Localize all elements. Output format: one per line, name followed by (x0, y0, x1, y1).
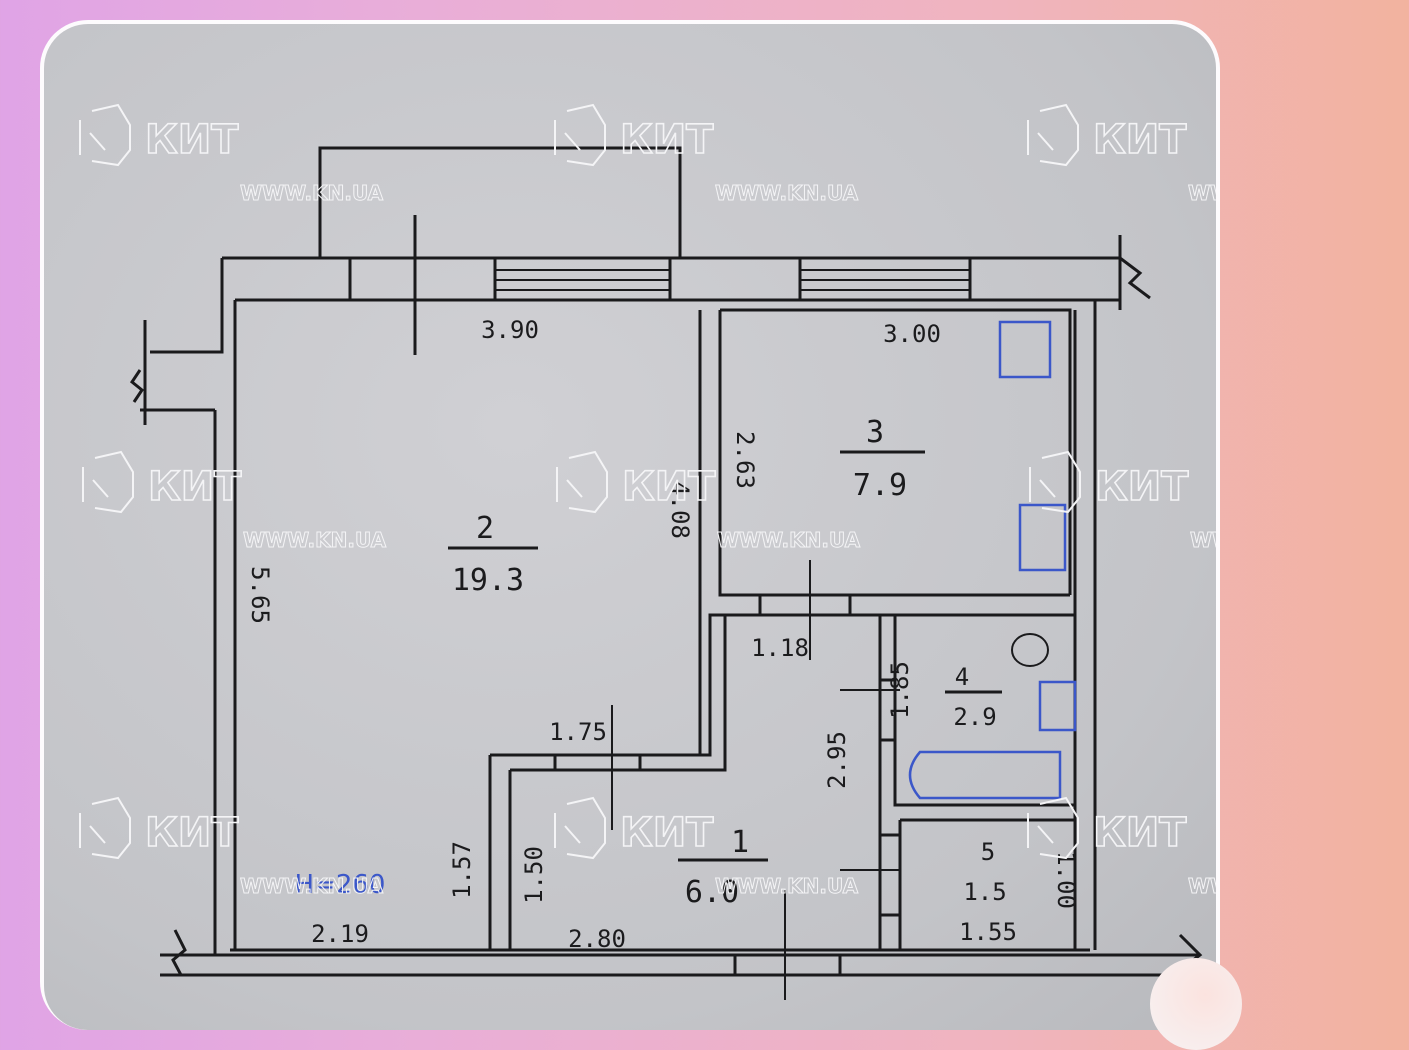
watermark: КИТ WWW.KN.UA (1027, 796, 1216, 899)
room-5-number: 5 (981, 838, 995, 866)
watermark: КИТ WWW.KN.UA (554, 796, 859, 899)
dim-room2-left: 5.65 (246, 566, 274, 624)
watermark: КИТ WWW.KN.UA (79, 103, 384, 206)
watermarks: КИТ WWW.KN.UA КИТ WWW.KN.UA КИТ WWW.KN.U… (79, 103, 1216, 899)
svg-text:КИТ: КИТ (620, 810, 714, 856)
floor-plan: 2 19.3 3 7.9 1 6.0 4 2.9 5 1.5 3.90 3.00… (79, 103, 1216, 1000)
dim-room2-top: 3.90 (481, 316, 539, 344)
top-wall (220, 215, 1151, 355)
left-wall (129, 300, 237, 955)
watermark: КИТ WWW.KN.UA (1029, 450, 1216, 553)
stove-icon (998, 320, 1052, 379)
dim-room2-right: 4.08 (666, 481, 694, 539)
svg-text:WWW.KN.UA: WWW.KN.UA (1188, 874, 1216, 898)
floating-action-button[interactable] (1150, 958, 1242, 1050)
svg-text:WWW.KN.UA: WWW.KN.UA (243, 528, 387, 552)
dim-room3-top: 3.00 (883, 320, 941, 348)
dim-corridor-step: 1.75 (549, 718, 607, 746)
room-1-number: 1 (731, 825, 749, 860)
room-2-number: 2 (476, 511, 494, 546)
ceiling-height-note: H=260 (295, 870, 386, 900)
image-card: 2 19.3 3 7.9 1 6.0 4 2.9 5 1.5 3.90 3.00… (40, 20, 1220, 1030)
door-lines (611, 560, 900, 1000)
svg-text:КИТ: КИТ (1093, 117, 1187, 163)
svg-text:КИТ: КИТ (145, 810, 239, 856)
room-3-area: 7.9 (853, 468, 907, 503)
svg-text:КИТ: КИТ (622, 464, 716, 510)
svg-text:WWW.KN.UA: WWW.KN.UA (715, 181, 859, 205)
svg-text:WWW.KN.UA: WWW.KN.UA (715, 874, 859, 898)
svg-text:WWW.KN.UA: WWW.KN.UA (240, 181, 384, 205)
sink-icon (1018, 503, 1067, 572)
svg-text:КИТ: КИТ (148, 464, 242, 510)
svg-text:WWW.KN.UA: WWW.KN.UA (1190, 528, 1216, 552)
dim-wc-bottom: 1.55 (959, 918, 1017, 946)
watermark: КИТ WWW.KN.UA (554, 103, 859, 206)
dim-room2-bottom: 2.19 (311, 920, 369, 948)
room-4-number: 4 (955, 663, 969, 691)
room-4-area: 2.9 (953, 703, 996, 731)
balcony (318, 146, 682, 258)
dim-room3-left: 2.63 (731, 431, 759, 489)
toilet-icon (1011, 633, 1049, 667)
svg-text:WWW.KN.UA: WWW.KN.UA (717, 528, 861, 552)
svg-text:КИТ: КИТ (1095, 464, 1189, 510)
dim-corridor-height: 2.95 (823, 731, 851, 789)
svg-text:КИТ: КИТ (620, 117, 714, 163)
floor-plan-photo: 2 19.3 3 7.9 1 6.0 4 2.9 5 1.5 3.90 3.00… (44, 24, 1216, 1030)
room-1-area: 6.0 (685, 875, 739, 910)
fixtures (908, 320, 1077, 800)
dim-room1-step: 1.50 (520, 846, 548, 904)
interior-walls (488, 300, 1097, 950)
dim-corridor-top: 1.18 (751, 634, 809, 662)
watermark: КИТ WWW.KN.UA (1027, 103, 1216, 206)
room-5-area: 1.5 (963, 878, 1006, 906)
svg-text:КИТ: КИТ (145, 117, 239, 163)
svg-text:WWW.KN.UA: WWW.KN.UA (1188, 181, 1216, 205)
dim-room1-bottom: 2.80 (568, 925, 626, 953)
dim-room2-step: 1.57 (448, 841, 476, 899)
watermark: КИТ WWW.KN.UA (79, 796, 384, 899)
watermark: КИТ WWW.KN.UA (556, 450, 861, 553)
bottom-wall (160, 929, 1203, 977)
svg-text:КИТ: КИТ (1093, 810, 1187, 856)
room-3-number: 3 (866, 415, 884, 450)
dim-bath-height: 1.85 (886, 661, 914, 719)
room-2-area: 19.3 (452, 563, 524, 598)
bath-sink-icon (1038, 680, 1077, 732)
dim-wc-height: 1.00 (1052, 851, 1080, 909)
svg-text:WWW.KN.UA: WWW.KN.UA (240, 874, 384, 898)
bathtub-icon (908, 750, 1062, 800)
watermark: КИТ WWW.KN.UA (82, 450, 387, 553)
